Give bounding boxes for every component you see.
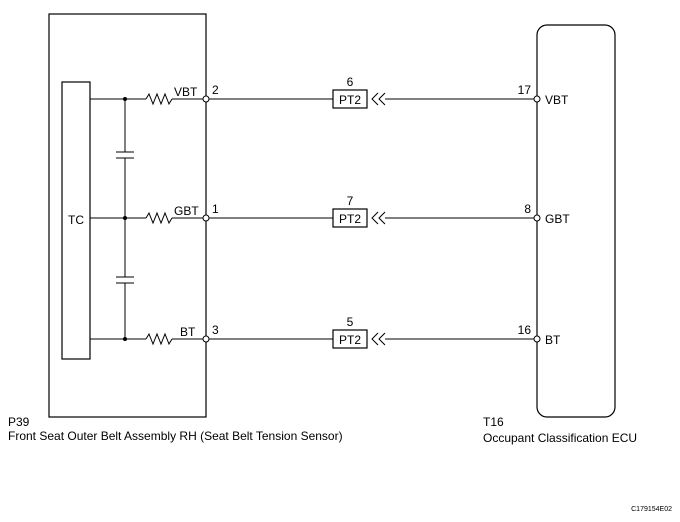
figure-id: C179154E02 <box>631 506 672 513</box>
connector-pin-number: 5 <box>347 315 354 329</box>
connector-pin-number: 6 <box>347 75 354 89</box>
connector-pt2-box <box>332 208 368 228</box>
connector-pt2-box <box>332 329 368 349</box>
ecu-signal-label: GBT <box>545 212 570 226</box>
circuit-row-vbt: PT2 VBT 2 6 17 VBT <box>90 75 569 109</box>
circuit-row-gbt: PT2 GBT 1 7 8 GBT <box>90 194 570 228</box>
connector-name: PT2 <box>339 93 361 107</box>
connector-pt2-box <box>332 89 368 109</box>
ecu-code: T16 <box>483 415 504 429</box>
ecu-name: Occupant Classification ECU <box>483 431 637 445</box>
ecu-signal-label: BT <box>545 333 561 347</box>
capacitor-network <box>116 97 134 341</box>
sensor-pin-number: 3 <box>212 323 219 337</box>
ecu-signal-label: VBT <box>545 93 569 107</box>
connector-name: PT2 <box>339 212 361 226</box>
ecu-pin-number: 17 <box>518 83 532 97</box>
ecu-pin-number: 16 <box>518 323 532 337</box>
ecu-pin-number: 8 <box>524 202 531 216</box>
sensor-name: Front Seat Outer Belt Assembly RH (Seat … <box>8 429 343 443</box>
connector-pin-number: 7 <box>347 194 354 208</box>
circuit-row-bt: PT2 BT 3 5 16 BT <box>90 315 561 349</box>
sensor-pin-number: 1 <box>212 202 219 216</box>
tension-element <box>61 81 91 360</box>
connector-name: PT2 <box>339 333 361 347</box>
sensor-code: P39 <box>8 415 30 429</box>
sensor-signal-label: BT <box>180 325 196 339</box>
sensor-signal-label: GBT <box>174 204 199 218</box>
sensor-pin-number: 2 <box>212 83 219 97</box>
sensor-signal-label: VBT <box>174 85 198 99</box>
tension-element-label: TC <box>68 213 84 227</box>
